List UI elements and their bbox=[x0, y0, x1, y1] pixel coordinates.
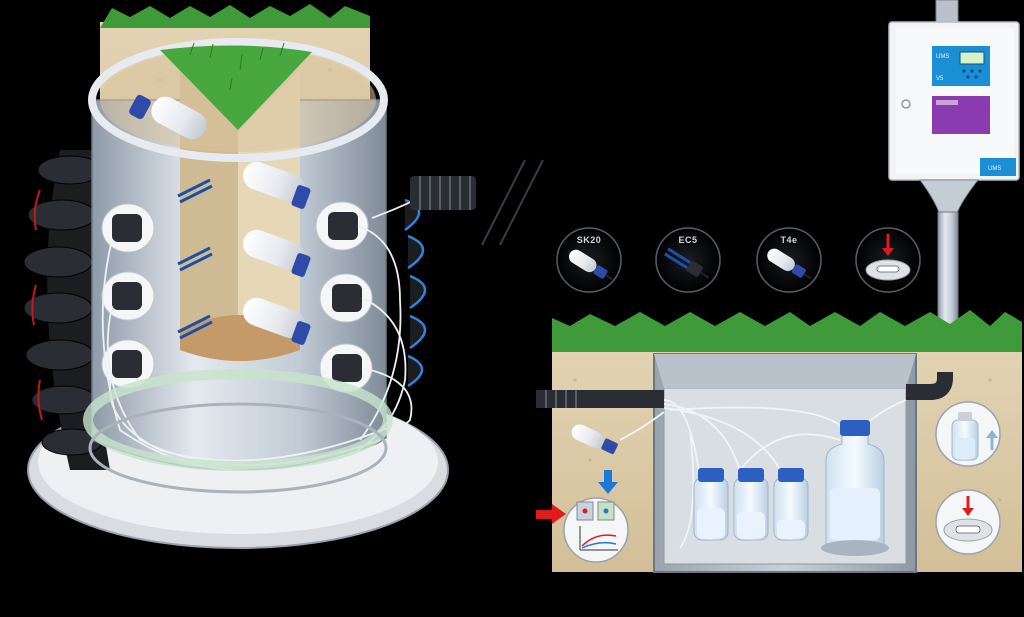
logger-display-label: V5 bbox=[936, 76, 944, 82]
sampling-vault bbox=[536, 310, 1022, 573]
cabinet-lock-icon bbox=[901, 99, 911, 109]
sensor-icon-weighing-plate bbox=[855, 227, 921, 293]
vault-sensor bbox=[571, 424, 618, 455]
sensor-icon-label: EC5 bbox=[678, 235, 697, 245]
lysimeter-cutaway bbox=[23, 4, 476, 549]
cylinder-rim bbox=[88, 38, 388, 162]
soil-sensor bbox=[243, 161, 311, 209]
port-fitting bbox=[319, 273, 373, 323]
logger-logo: UMS bbox=[936, 54, 949, 60]
sensor-icon-label: SK20 bbox=[577, 235, 602, 245]
vault-conduit-right bbox=[906, 372, 953, 400]
control-cabinet: UMS V5 UMS bbox=[888, 0, 1020, 343]
soil-sensor bbox=[129, 94, 207, 140]
ums-badge-text: UMS bbox=[988, 166, 1001, 172]
ums-badge bbox=[980, 158, 1016, 176]
sensor-data-inset bbox=[563, 497, 629, 563]
sensor-icon-ec5: EC5 bbox=[655, 227, 721, 293]
corrugated-ring-right bbox=[404, 198, 427, 388]
infiltration-arrow-icon bbox=[598, 470, 618, 494]
sample-bottle bbox=[733, 468, 769, 541]
vault-conduit-left bbox=[536, 390, 664, 408]
weighing-inset bbox=[935, 489, 1001, 555]
vault-grass bbox=[552, 310, 1022, 352]
exit-pipe bbox=[410, 176, 476, 210]
sensor-icon-sk20: SK20 bbox=[556, 227, 622, 293]
sample-bottle bbox=[693, 468, 729, 541]
bottle-level-inset bbox=[935, 401, 1001, 467]
port-fitting bbox=[101, 339, 155, 389]
soil-sensor bbox=[243, 297, 311, 345]
sensor-icon-t4e: T4e bbox=[756, 227, 822, 293]
input-arrow-icon bbox=[536, 504, 566, 524]
port-fitting bbox=[315, 201, 369, 251]
sensor-icon-row: SK20 EC5 T4e bbox=[556, 227, 921, 293]
grass-top bbox=[100, 4, 370, 28]
break-marks bbox=[481, 159, 544, 246]
sample-bottle bbox=[773, 468, 809, 541]
ec5-prongs bbox=[177, 178, 213, 340]
port-fitting bbox=[101, 271, 155, 321]
large-sample-bottle bbox=[821, 420, 889, 556]
port-fitting bbox=[101, 203, 155, 253]
soil-sensor bbox=[243, 229, 311, 277]
sensor-icon-label: T4e bbox=[780, 235, 797, 245]
grass-wedge bbox=[160, 45, 312, 130]
